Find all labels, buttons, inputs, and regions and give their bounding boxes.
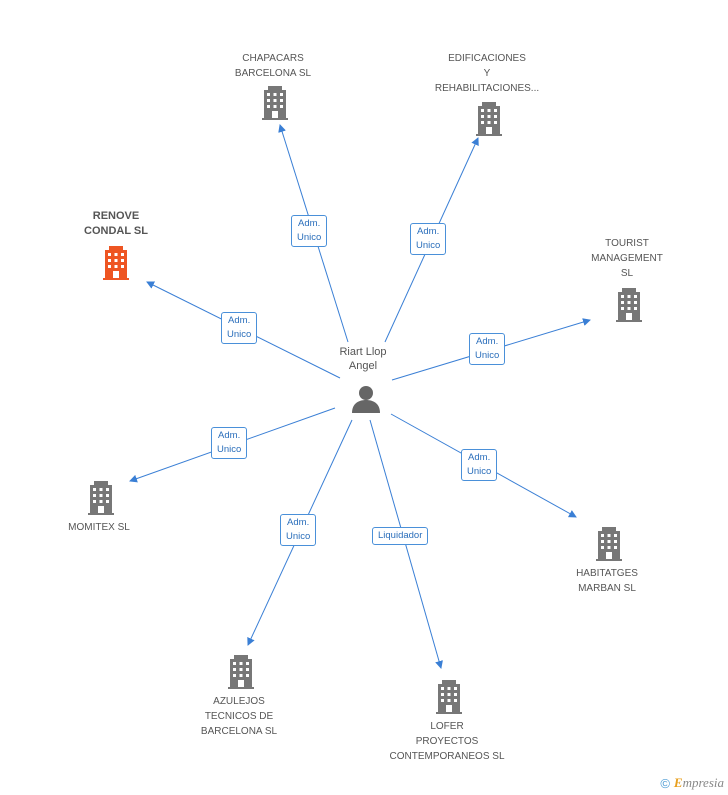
role-badge-lofer[interactable]: Liquidador (372, 527, 429, 545)
role-badge-line: Adm. (417, 226, 440, 237)
brand-logo: Empresia (673, 775, 724, 790)
building-icon-momitex[interactable] (88, 481, 114, 515)
role-badge-habitatges[interactable]: Adm. Unico (461, 449, 498, 481)
role-badge-line: Adm. (476, 336, 499, 347)
company-label-line: AZULEJOS (213, 696, 265, 707)
copyright-icon: © (660, 775, 670, 791)
role-badge-line: Unico (217, 444, 242, 455)
company-label-line: LOFER (430, 721, 464, 732)
role-badge-line: Adm. (298, 218, 321, 229)
company-label-line: HABITATGES (576, 568, 638, 579)
role-badge-tourist[interactable]: Adm. Unico (469, 333, 506, 365)
company-label-renove[interactable]: RENOVE CONDAL SL (41, 209, 191, 239)
company-label-line: CHAPACARS (242, 53, 304, 64)
role-badge-edificaciones[interactable]: Adm. Unico (410, 223, 447, 255)
role-badge-chapacars[interactable]: Adm. Unico (291, 215, 328, 247)
role-badge-renove[interactable]: Adm. Unico (221, 312, 258, 344)
role-badge-line: Adm. (228, 315, 251, 326)
company-label-habitatges[interactable]: HABITATGES MARBAN SL (532, 566, 682, 596)
role-badge-line: Adm. (468, 452, 491, 463)
role-badge-line: Unico (475, 350, 500, 361)
role-badge-momitex[interactable]: Adm. Unico (211, 427, 248, 459)
company-label-line: CONDAL SL (84, 225, 148, 237)
company-label-line: PROYECTOS (415, 736, 479, 747)
nodes (88, 86, 642, 714)
person-name-line1: Riart Llop (339, 346, 387, 358)
footer-brand: © Empresia (660, 775, 724, 791)
building-icon-tourist[interactable] (616, 288, 642, 322)
company-label-line: RENOVE (92, 210, 140, 222)
building-icon-azulejos[interactable] (228, 655, 254, 689)
person-name[interactable]: Riart Llop Angel (303, 345, 423, 373)
person-name-line2: Angel (348, 360, 378, 372)
company-label-line: BARCELONA SL (200, 726, 278, 737)
company-label-line: TECNICOS DE (204, 711, 274, 722)
company-label-line: BARCELONA SL (234, 68, 312, 79)
company-label-line: MANAGEMENT (591, 253, 663, 264)
building-icon-chapacars[interactable] (262, 86, 288, 120)
company-label-momitex[interactable]: MOMITEX SL (24, 520, 174, 535)
role-badge-line: Liquidador (378, 530, 423, 541)
role-badge-line: Unico (416, 240, 441, 251)
company-label-line: MOMITEX SL (68, 522, 130, 533)
person-node[interactable] (352, 386, 380, 413)
person-icon (352, 386, 380, 413)
role-badge-line: Unico (467, 466, 492, 477)
company-label-tourist[interactable]: TOURIST MANAGEMENT SL (552, 236, 702, 281)
company-label-line: TOURIST (605, 238, 649, 249)
building-icon-habitatges[interactable] (596, 527, 622, 561)
role-badge-line: Adm. (218, 430, 241, 441)
company-label-chapacars[interactable]: CHAPACARS BARCELONA SL (198, 51, 348, 81)
building-icon-edificaciones[interactable] (476, 102, 502, 136)
role-badge-azulejos[interactable]: Adm. Unico (280, 514, 317, 546)
company-label-lofer[interactable]: LOFER PROYECTOS CONTEMPORANEOS SL (372, 719, 522, 764)
company-label-line: CONTEMPORANEOS SL (389, 751, 505, 762)
role-badge-line: Unico (297, 232, 322, 243)
role-badge-line: Unico (227, 329, 252, 340)
building-icon-lofer[interactable] (436, 680, 462, 714)
building-icon-renove[interactable] (103, 246, 129, 280)
company-label-edificaciones[interactable]: EDIFICACIONES Y REHABILITACIONES... (412, 51, 562, 96)
role-badge-line: Adm. (287, 517, 310, 528)
company-label-line: MARBAN SL (578, 583, 636, 594)
company-label-azulejos[interactable]: AZULEJOS TECNICOS DE BARCELONA SL (164, 694, 314, 739)
company-label-line: SL (620, 268, 634, 279)
role-badge-line: Unico (286, 531, 311, 542)
company-label-line: Y (483, 68, 491, 79)
company-label-line: REHABILITACIONES... (434, 83, 540, 94)
company-label-line: EDIFICACIONES (448, 53, 526, 64)
